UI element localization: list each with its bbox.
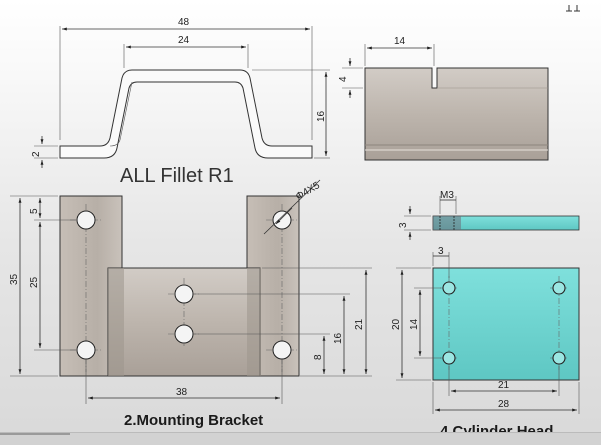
dim-inner-width: 24 — [123, 35, 249, 68]
dim-14b: 14 — [409, 318, 420, 330]
dim-3a: 3 — [398, 222, 409, 228]
head-hole — [552, 281, 566, 295]
dim-5: 5 — [29, 208, 40, 214]
dim-bracket-8: 8 — [194, 333, 330, 374]
dim-head-height: 20 — [391, 267, 431, 381]
fillet-note: ALL Fillet R1 — [120, 165, 234, 187]
dim-bracket-top-offset: 5 — [29, 198, 42, 218]
dim-thickness: 2 — [31, 136, 58, 168]
dim-thread: M3 — [439, 190, 457, 214]
cylinder-head-plate — [432, 267, 580, 381]
dim-20: 20 — [391, 318, 402, 330]
dim-4: 4 — [338, 76, 349, 82]
progress-indicator — [0, 433, 70, 435]
head-hole — [442, 281, 456, 295]
hole-spec: Φ4X5 — [294, 180, 322, 203]
bracket-hole — [76, 210, 96, 230]
dim-bracket-base: 38 — [85, 360, 283, 404]
dim-overall-width: 48 — [59, 17, 313, 140]
video-bottom-bar — [0, 432, 601, 445]
dim-8: 8 — [313, 354, 324, 360]
thread-spec: M3 — [440, 190, 454, 201]
bracket-hole — [272, 210, 292, 230]
dim-head-hole-spacing-v: 14 — [409, 287, 441, 359]
side-view — [364, 67, 549, 161]
dim-bracket-inner-height: 21 — [262, 267, 372, 377]
dim-head-hole-spacing-h: 21 — [448, 366, 560, 396]
mounting-bracket — [59, 195, 300, 377]
dim-25: 25 — [29, 276, 40, 288]
dim-16: 16 — [316, 110, 327, 122]
bracket-hole — [76, 340, 96, 360]
dim-bracket-height: 35 — [9, 195, 58, 377]
bracket-hole — [174, 284, 194, 304]
cylinder-head-side — [432, 215, 580, 231]
bracket-hole — [174, 324, 194, 344]
dim-21: 21 — [354, 318, 365, 330]
dim-14: 14 — [394, 36, 406, 47]
dim-35: 35 — [9, 273, 20, 285]
dim-28: 28 — [498, 399, 510, 410]
pin-icon — [566, 5, 580, 12]
bracket-caption: 2.Mounting Bracket — [124, 412, 263, 429]
dim-3b: 3 — [438, 246, 444, 257]
dim-height: 16 — [252, 69, 330, 159]
dim-2: 2 — [31, 151, 42, 157]
dim-21b: 21 — [498, 380, 510, 391]
bracket-hole — [272, 340, 292, 360]
top-view-profile — [59, 69, 313, 159]
dim-38: 38 — [176, 387, 188, 398]
dim-16b: 16 — [333, 332, 344, 344]
dim-head-hole-offset: 3 — [432, 246, 450, 278]
dim-48: 48 — [178, 17, 190, 28]
dim-bracket-hole-spacing: 25 — [29, 219, 76, 351]
dim-bracket-16: 16 — [194, 293, 350, 374]
dim-24: 24 — [178, 35, 190, 46]
head-hole — [552, 351, 566, 365]
dim-head-thickness: 3 — [398, 206, 431, 240]
dim-side-depth: 4 — [338, 58, 363, 98]
head-hole — [442, 351, 456, 365]
dim-side-length: 14 — [364, 36, 435, 66]
dim-head-width: 28 — [432, 382, 580, 414]
